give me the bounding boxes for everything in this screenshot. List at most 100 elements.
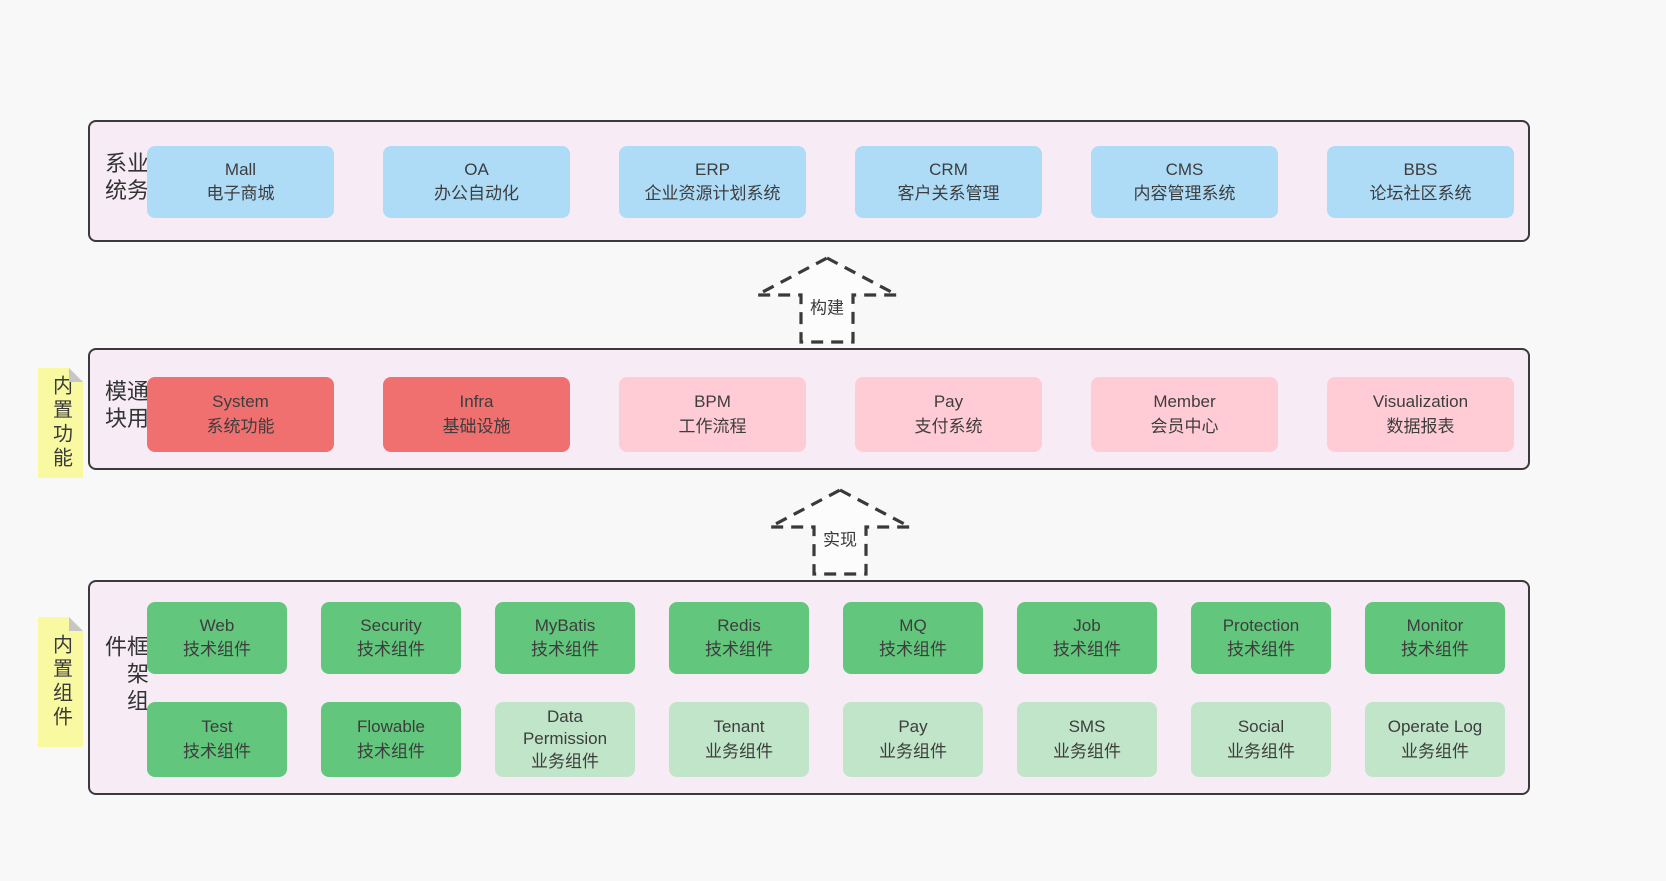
box-monitor: Monitor 技术组件: [1365, 602, 1505, 674]
box-title: MQ: [899, 615, 927, 635]
arrow-label-build: 构建: [805, 291, 849, 321]
box-title: BPM: [694, 392, 731, 412]
box-subtitle: 技术组件: [357, 640, 425, 659]
folded-corner-icon: [69, 617, 83, 631]
box-title: Job: [1073, 615, 1101, 635]
box-subtitle: 技术组件: [531, 640, 599, 659]
box-sms: SMS 业务组件: [1017, 702, 1157, 777]
sticky-note-built-in-components: 内置组件: [38, 617, 83, 747]
box-subtitle: 会员中心: [1150, 416, 1219, 436]
box-title: MyBatis: [534, 615, 596, 635]
box-title: OA: [464, 159, 489, 179]
box-subtitle: 电子商城: [206, 184, 275, 203]
box-title: Redis: [717, 615, 761, 635]
box-title: Operate Log: [1387, 717, 1483, 737]
box-operate-log: Operate Log 业务组件: [1365, 702, 1505, 777]
box-title: CMS: [1165, 159, 1204, 179]
box-subtitle: 技术组件: [705, 640, 773, 659]
box-subtitle: 客户关系管理: [897, 184, 1000, 203]
box-member: Member 会员中心: [1091, 377, 1278, 452]
box-title: Test: [201, 717, 233, 737]
box-subtitle: 数据报表: [1386, 416, 1455, 436]
box-title: Tenant: [713, 717, 765, 737]
box-mybatis: MyBatis 技术组件: [495, 602, 635, 674]
layer-panel-framework-components: 框架组件 Web 技术组件 Security 技术组件 MyBatis 技术组件…: [88, 580, 1530, 795]
box-title: Infra: [459, 392, 494, 412]
box-subtitle: 系统功能: [206, 416, 275, 436]
box-subtitle: 技术组件: [183, 640, 251, 659]
box-title: Social: [1237, 717, 1285, 737]
box-subtitle: 业务组件: [879, 741, 947, 761]
box-title: BBS: [1403, 159, 1438, 179]
box-title: Security: [360, 615, 422, 635]
box-data-permission: Data Permission 业务组件: [495, 702, 635, 777]
box-security: Security 技术组件: [321, 602, 461, 674]
sticky-label: 内置组件: [49, 634, 72, 730]
arrow-label-implement: 实现: [818, 523, 862, 553]
layer-label-common-modules: 通用模块: [102, 379, 149, 434]
box-subtitle: 内容管理系统: [1133, 184, 1236, 203]
box-subtitle: 技术组件: [1053, 640, 1121, 659]
box-system: System 系统功能: [147, 377, 334, 452]
box-subtitle: 工作流程: [678, 416, 747, 436]
box-subtitle: 业务组件: [1401, 741, 1469, 761]
box-subtitle: 技术组件: [1227, 640, 1295, 659]
box-flowable: Flowable 技术组件: [321, 702, 461, 777]
sticky-note-built-in-features: 内置功能: [38, 368, 83, 478]
box-job: Job 技术组件: [1017, 602, 1157, 674]
box-subtitle: 业务组件: [1053, 741, 1121, 761]
box-visualization: Visualization 数据报表: [1327, 377, 1514, 452]
box-erp: ERP 企业资源计划系统: [619, 146, 806, 218]
box-title: Member: [1153, 392, 1216, 412]
layer-panel-common-modules: 通用模块 System 系统功能 Infra 基础设施 BPM 工作流程 Pay…: [88, 348, 1530, 470]
folded-corner-icon: [69, 368, 83, 382]
box-subtitle: 技术组件: [357, 741, 425, 761]
box-tenant: Tenant 业务组件: [669, 702, 809, 777]
box-subtitle: 基础设施: [442, 416, 511, 436]
box-oa: OA 办公自动化: [383, 146, 570, 218]
arrow-up-build: 构建: [752, 256, 902, 344]
box-title: Flowable: [356, 717, 426, 737]
box-protection: Protection 技术组件: [1191, 602, 1331, 674]
box-mall: Mall 电子商城: [147, 146, 334, 218]
box-subtitle: 技术组件: [879, 640, 947, 659]
box-title: Pay: [933, 392, 964, 412]
box-subtitle: 业务组件: [1227, 741, 1295, 761]
box-title: Visualization: [1372, 392, 1469, 412]
box-test: Test 技术组件: [147, 702, 287, 777]
arrow-up-implement: 实现: [765, 488, 915, 576]
box-title: CRM: [929, 159, 968, 179]
box-subtitle: 支付系统: [914, 416, 983, 436]
box-title: Data Permission: [522, 707, 608, 749]
box-subtitle: 技术组件: [183, 741, 251, 761]
box-redis: Redis 技术组件: [669, 602, 809, 674]
box-subtitle: 技术组件: [1401, 640, 1469, 659]
box-infra: Infra 基础设施: [383, 377, 570, 452]
box-title: Mall: [224, 159, 257, 179]
box-social: Social 业务组件: [1191, 702, 1331, 777]
box-title: Protection: [1222, 615, 1300, 635]
layer-label-framework-components: 框架组件: [102, 634, 149, 716]
box-title: Monitor: [1406, 615, 1464, 635]
box-web: Web 技术组件: [147, 602, 287, 674]
box-subtitle: 业务组件: [705, 741, 773, 761]
box-title: Pay: [898, 717, 928, 737]
box-title: System: [212, 392, 269, 412]
box-bbs: BBS 论坛社区系统: [1327, 146, 1514, 218]
sticky-label: 内置功能: [49, 375, 72, 471]
box-subtitle: 论坛社区系统: [1369, 184, 1472, 203]
box-pay-system: Pay 支付系统: [855, 377, 1042, 452]
box-cms: CMS 内容管理系统: [1091, 146, 1278, 218]
layer-panel-business-systems: 业务系统 Mall 电子商城 OA 办公自动化 ERP 企业资源计划系统 CRM…: [88, 120, 1530, 242]
box-mq: MQ 技术组件: [843, 602, 983, 674]
box-title: SMS: [1068, 717, 1106, 737]
box-subtitle: 企业资源计划系统: [644, 184, 781, 203]
box-bpm: BPM 工作流程: [619, 377, 806, 452]
box-pay-component: Pay 业务组件: [843, 702, 983, 777]
box-crm: CRM 客户关系管理: [855, 146, 1042, 218]
box-title: Web: [199, 615, 235, 635]
box-subtitle: 办公自动化: [434, 184, 519, 203]
layer-label-business-systems: 业务系统: [102, 151, 149, 206]
box-title: ERP: [695, 159, 730, 179]
